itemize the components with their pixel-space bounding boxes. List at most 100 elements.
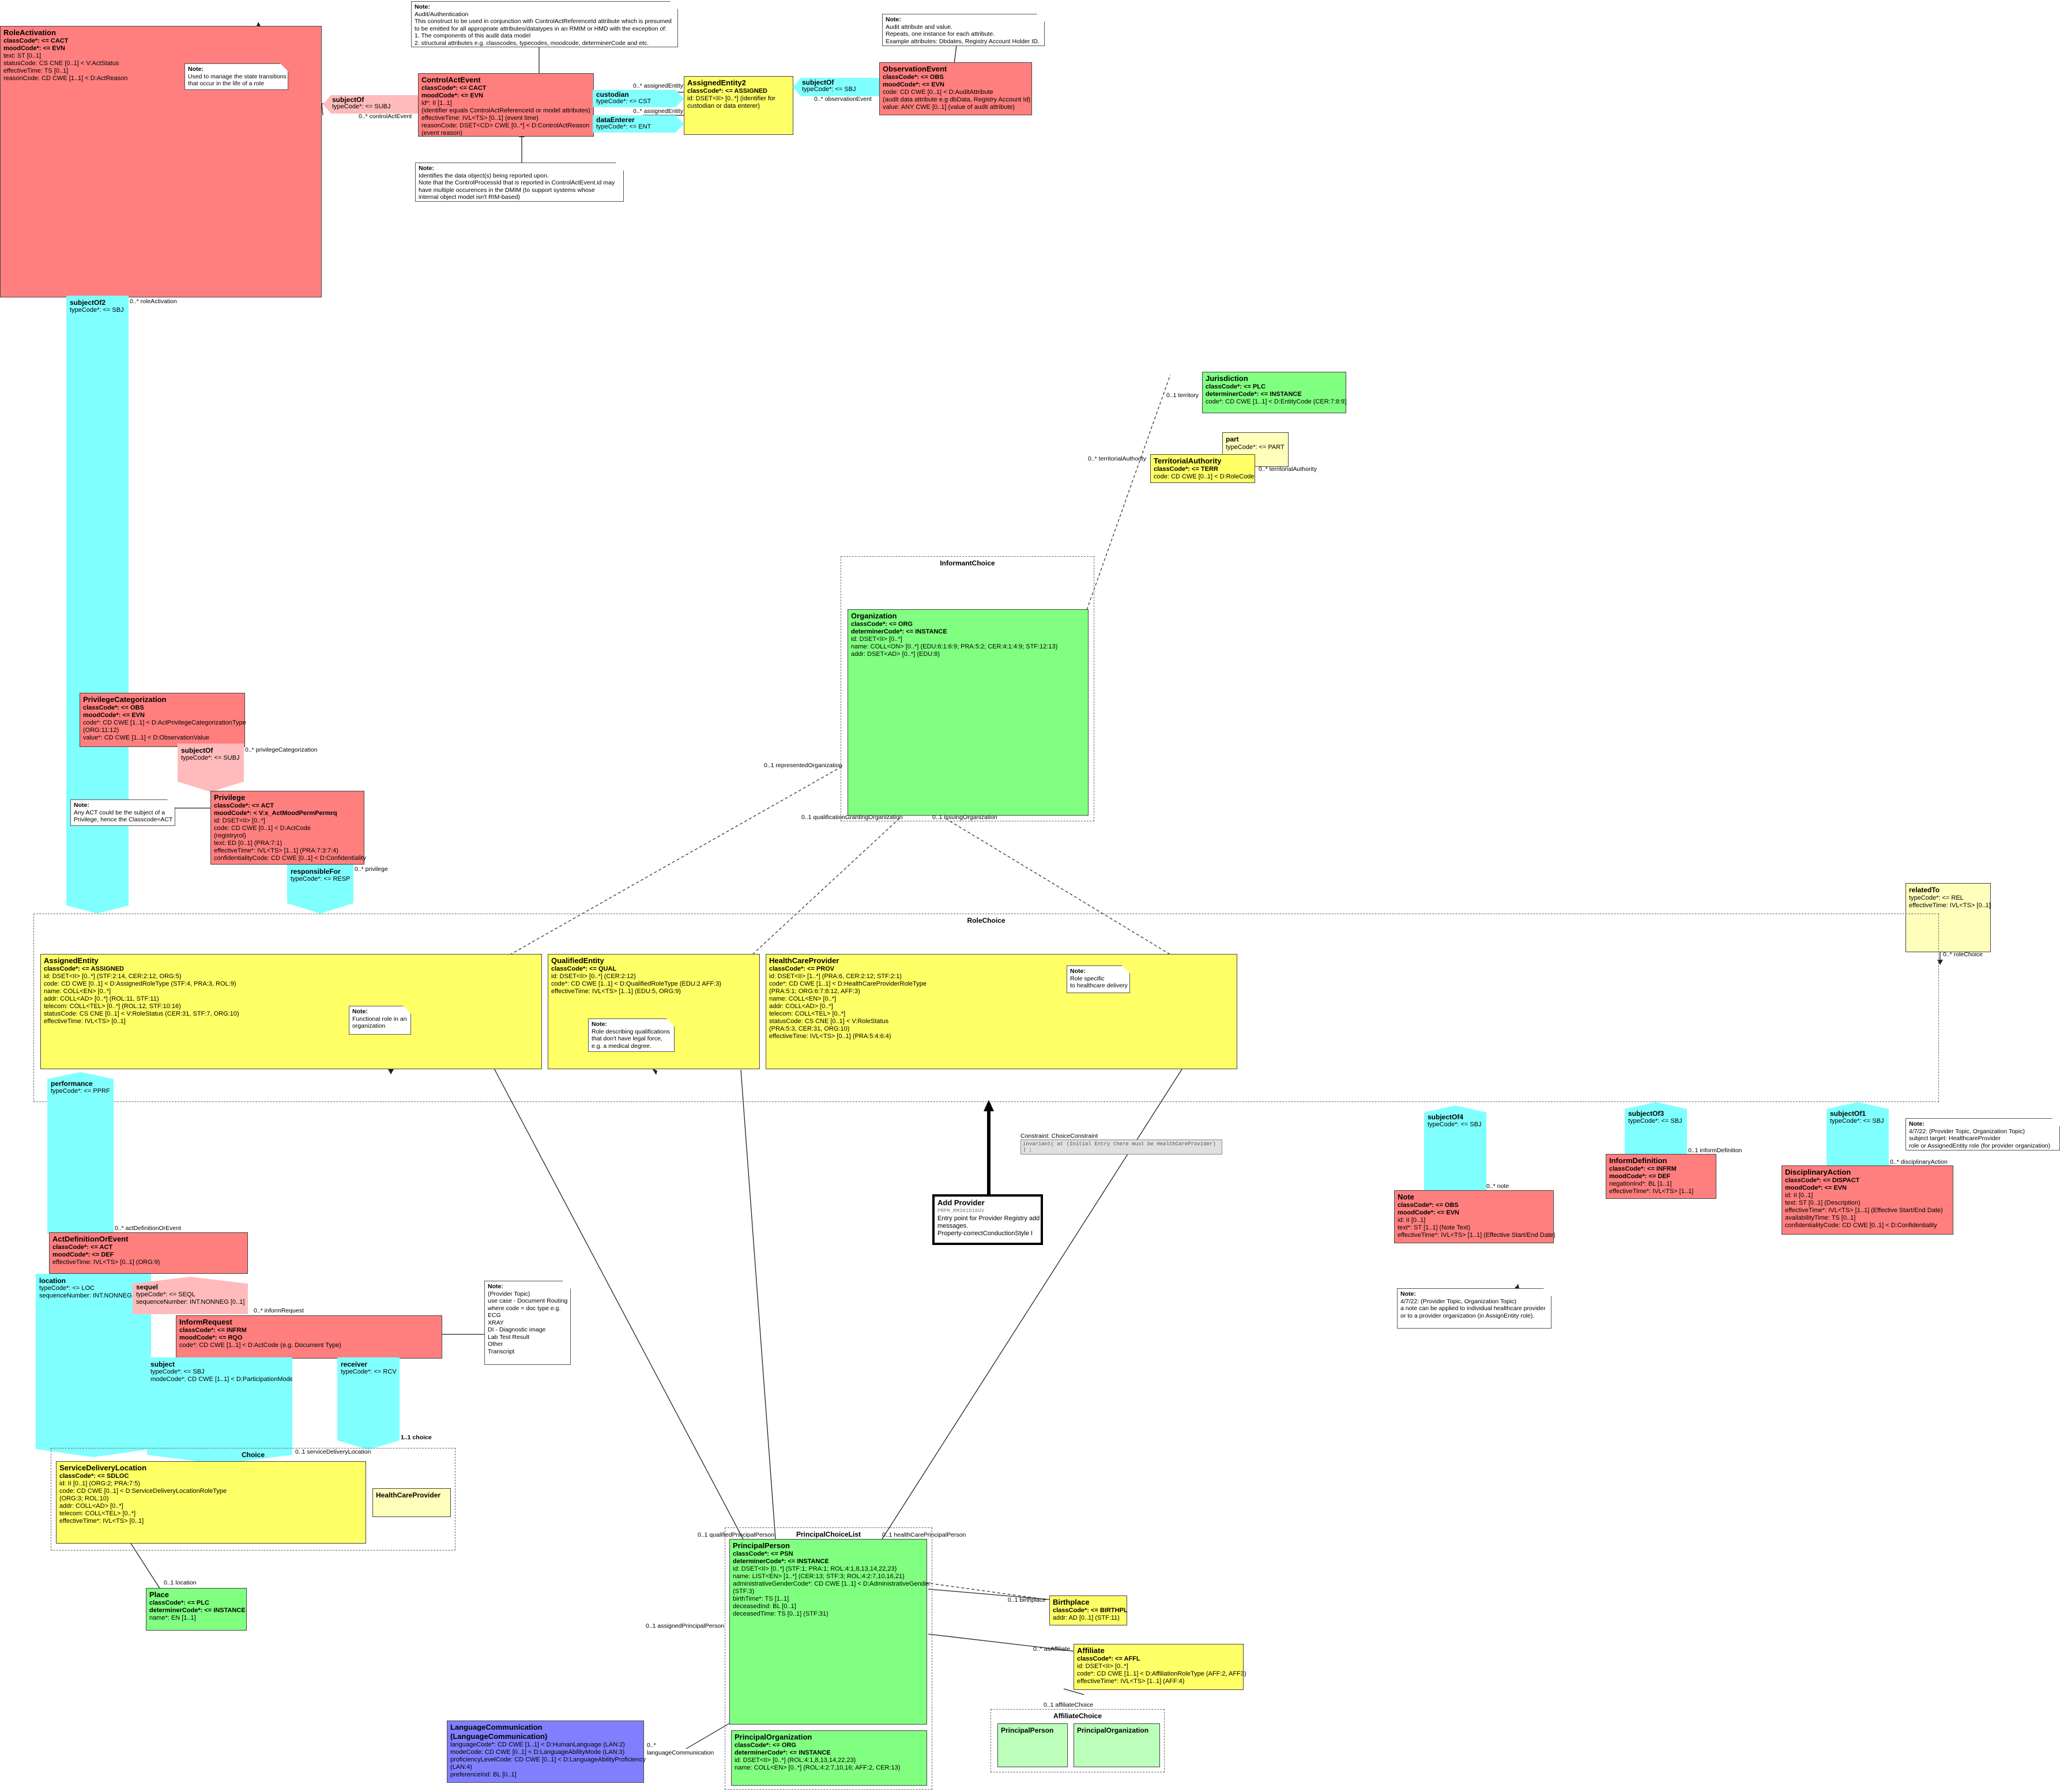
attr-line: statusCode: CS CNE [0..1] < V:ActStatus xyxy=(3,60,119,67)
observation-event-class[interactable]: ObservationEvent classCode*: <= OBS mood… xyxy=(879,62,1032,115)
attr-line: determinerCode*: <= INSTANCE xyxy=(733,1558,829,1565)
affiliate-principal-person-ref[interactable]: PrincipalPerson xyxy=(997,1723,1068,1767)
attr-line: moodCode*: <= EVN xyxy=(1785,1184,1847,1191)
attr-line: effectiveTime: IVL<TS> [0..1] (PRA:5:4:6… xyxy=(769,1033,891,1040)
class-title: Birthplace xyxy=(1053,1598,1090,1606)
note-line: organization xyxy=(352,1023,386,1029)
health-care-provider-ref[interactable]: HealthCareProvider xyxy=(372,1488,451,1517)
add-provider-entry-point[interactable]: Add Provider PRPM_RM301010UV Entry point… xyxy=(932,1194,1043,1245)
attr-line: value*: CD CWE [1..1] < D:ObservationVal… xyxy=(83,734,209,741)
attr-line: value: ANY CWE [0..1] (value of audit at… xyxy=(883,104,1015,111)
birthplace-class[interactable]: Birthplace classCode*: <= BIRTHPL addr: … xyxy=(1049,1595,1128,1625)
part-attr: typeCode*: <= SBJ xyxy=(802,86,856,93)
responsible-for-participation[interactable]: responsibleFor typeCode*: <= RESP xyxy=(287,865,353,914)
assoc-label: 0..* disciplinaryAction xyxy=(1890,1159,1948,1165)
note-act-class[interactable]: Note classCode*: <= OBS moodCode*: <= EV… xyxy=(1394,1190,1556,1243)
custodian-participation[interactable]: custodian typeCode*: <= CST xyxy=(593,90,684,107)
assoc-label: 0..* privilegeCategorization xyxy=(245,746,318,753)
jurisdiction-class[interactable]: Jurisdiction classCode*: <= PLC determin… xyxy=(1202,372,1347,413)
subject-of-privilege-participation[interactable]: subjectOf typeCode*: <= SUBJ xyxy=(178,744,244,792)
related-to-participation[interactable]: relatedTo typeCode*: <= REL effectiveTim… xyxy=(1905,883,1991,952)
subject-of-observation-participation[interactable]: subjectOf typeCode*: <= SBJ xyxy=(793,78,880,96)
attr-line: negationInd*: BL [1..1] xyxy=(1609,1180,1672,1187)
act-definition-or-event-class[interactable]: ActDefinitionOrEvent classCode*: <= ACT … xyxy=(49,1232,248,1274)
privilege-categorization-class[interactable]: PrivilegeCategorization classCode*: <= O… xyxy=(80,693,246,747)
attr-line: classCode*: <= INFRM xyxy=(179,1327,247,1334)
note-data-objects: Note: Identifies the data object(s) bein… xyxy=(415,163,624,202)
sequel-participation[interactable]: sequel typeCode*: <= SEQL sequenceNumber… xyxy=(133,1277,248,1314)
attr-line: code: CD CWE [0..1] < D:AssignedRoleType… xyxy=(44,980,236,987)
part-title: subjectOf2 xyxy=(70,299,106,307)
class-title: TerritorialAuthority xyxy=(1154,457,1222,465)
part-title: receiver xyxy=(341,1360,368,1368)
attr-line: modeCode: CD CWE [0..1] < D:LanguageAbil… xyxy=(450,1749,625,1756)
attr-line: code*: CD CWE [1..1] < D:HealthCareProvi… xyxy=(769,980,927,987)
attr-line: effectiveTime*: IVL<TS> [1..1] xyxy=(1609,1188,1694,1195)
class-title: part xyxy=(1226,435,1239,443)
note-line: 4/7/22: (Provider Topic, Organization To… xyxy=(1909,1127,2025,1135)
class-title: ActDefinitionOrEvent xyxy=(52,1235,129,1243)
service-delivery-location-class[interactable]: ServiceDeliveryLocation classCode*: <= S… xyxy=(56,1461,366,1544)
note-line: Lab Test Result xyxy=(488,1333,530,1341)
choice-box: Choice xyxy=(51,1448,455,1550)
subject-of-participation[interactable]: subjectOf typeCode*: <= SUBJ xyxy=(323,95,420,114)
attr-line: classCode*: <= ASSIGNED xyxy=(44,965,124,972)
assoc-label: 1..1 choice xyxy=(401,1434,432,1441)
receiver-participation[interactable]: receiver typeCode*: <= RCV xyxy=(337,1357,400,1450)
privilege-class[interactable]: Privilege classCode*: <= ACT moodCode*: … xyxy=(210,791,366,865)
data-enterer-participation[interactable]: dataEnterer typeCode*: <= ENT xyxy=(593,115,684,133)
performance-participation[interactable]: performance typeCode*: <= PPRF xyxy=(47,1072,114,1233)
part-title: performance xyxy=(51,1080,93,1088)
attr-line: name*: EN [1..1] xyxy=(149,1614,196,1621)
language-communication-class[interactable]: LanguageCommunication (LanguageCommunica… xyxy=(447,1721,646,1783)
attr-line: proficiencyLevelCode: CD CWE [0..1] < D:… xyxy=(450,1756,646,1763)
principal-organization-class[interactable]: PrincipalOrganization classCode*: <= ORG… xyxy=(731,1730,927,1786)
attr-line: (identifier equals ControlActReferenceId… xyxy=(421,107,590,114)
attr-line: effectiveTime: IVL<TS> [1..1] (EDU:5, OR… xyxy=(551,988,681,995)
organization-class[interactable]: Organization classCode*: <= ORG determin… xyxy=(848,609,1089,816)
attr-line: confidentialityCode: CD CWE [0..1] < D:C… xyxy=(1785,1222,1937,1229)
inform-definition-class[interactable]: InformDefinition classCode*: <= INFRM mo… xyxy=(1606,1154,1716,1199)
affiliate-class[interactable]: Affiliate classCode*: <= AFFL id: DSET<I… xyxy=(1074,1644,1246,1690)
attr-line: effectiveTime: IVL<TS> [0..1] xyxy=(1909,902,1991,909)
subject-participation[interactable]: subject typeCode*: <= SBJ modeCode*: CD … xyxy=(147,1357,292,1464)
attr-line: determinerCode*: <= INSTANCE xyxy=(851,628,947,635)
assigned-entity-class[interactable]: AssignedEntity classCode*: <= ASSIGNED i… xyxy=(40,954,542,1069)
attr-line: classCode*: <= CACT xyxy=(421,85,487,92)
qualified-entity-class[interactable]: QualifiedEntity classCode*: <= QUAL id: … xyxy=(548,954,760,1069)
health-care-provider-class[interactable]: HealthCareProvider classCode*: <= PROV i… xyxy=(766,954,1237,1069)
principal-person-class[interactable]: PrincipalPerson classCode*: <= PSN deter… xyxy=(729,1539,931,1725)
assigned-entity2-class[interactable]: AssignedEntity2 classCode*: <= ASSIGNED … xyxy=(684,76,793,135)
choice-title: AffiliateChoice xyxy=(1053,1712,1102,1720)
affiliate-principal-organization-ref[interactable]: PrincipalOrganization xyxy=(1074,1723,1160,1767)
note-line: Example attributes: Dbdates, Registry Ac… xyxy=(886,37,1040,45)
attr-line: effectiveTime: IVL<TS> [0..1] (ORG:9) xyxy=(52,1259,160,1266)
attr-line: statusCode: CS CNE [0..1] < V:RoleStatus… xyxy=(44,1010,239,1017)
note-line: XRAY xyxy=(488,1319,504,1326)
territorial-authority-class[interactable]: TerritorialAuthority classCode*: <= TERR… xyxy=(1150,454,1255,483)
subject-of4-participation[interactable]: subjectOf4 typeCode*: <= SBJ xyxy=(1424,1106,1486,1191)
constraint-line: invariant( at (Initial Entry there must … xyxy=(1023,1141,1216,1147)
note-title: Note: xyxy=(1400,1291,1416,1297)
subject-of1-participation[interactable]: subjectOf1 typeCode*: <= SBJ xyxy=(1826,1102,1889,1167)
control-act-event-class[interactable]: ControlActEvent classCode*: <= CACT mood… xyxy=(418,73,594,137)
role-choice-box: RoleChoice xyxy=(33,914,1939,1102)
class-title: Place xyxy=(149,1590,169,1599)
assoc-label: languageCommunication xyxy=(647,1749,714,1756)
part-attr: typeCode*: <= SBJ xyxy=(1830,1118,1884,1125)
part-attr: typeCode*: <= CST xyxy=(596,98,651,105)
location-participation[interactable]: location typeCode*: <= LOC sequenceNumbe… xyxy=(36,1274,151,1457)
entry-title: Add Provider xyxy=(937,1198,985,1207)
attr-line: determinerCode*: <= INSTANCE xyxy=(735,1749,831,1756)
assoc-label: 0..1 qualifiedPrincipalPerson xyxy=(698,1531,775,1538)
attr-line: moodCode*: <= RQO xyxy=(179,1334,243,1341)
class-title: InformRequest xyxy=(179,1318,232,1326)
place-class[interactable]: Place classCode*: <= PLC determinerCode*… xyxy=(146,1588,247,1631)
inform-request-class[interactable]: InformRequest classCode*: <= INFRM moodC… xyxy=(176,1315,442,1359)
attr-line: name: COLL<ON> [0..*] (EDU:6:1:6:9; PRA:… xyxy=(851,643,1058,650)
disciplinary-action-class[interactable]: DisciplinaryAction classCode*: <= DISPAC… xyxy=(1782,1165,1953,1235)
note-line: that occur in the life of a role xyxy=(188,80,264,87)
attr-line: code*: CD CWE [1..1] < D:QualifiedRoleTy… xyxy=(551,980,721,987)
subject-of3-participation[interactable]: subjectOf3 typeCode*: <= SBJ xyxy=(1625,1102,1687,1155)
entry-line: Entry point for Provider Registry add xyxy=(937,1215,1040,1222)
